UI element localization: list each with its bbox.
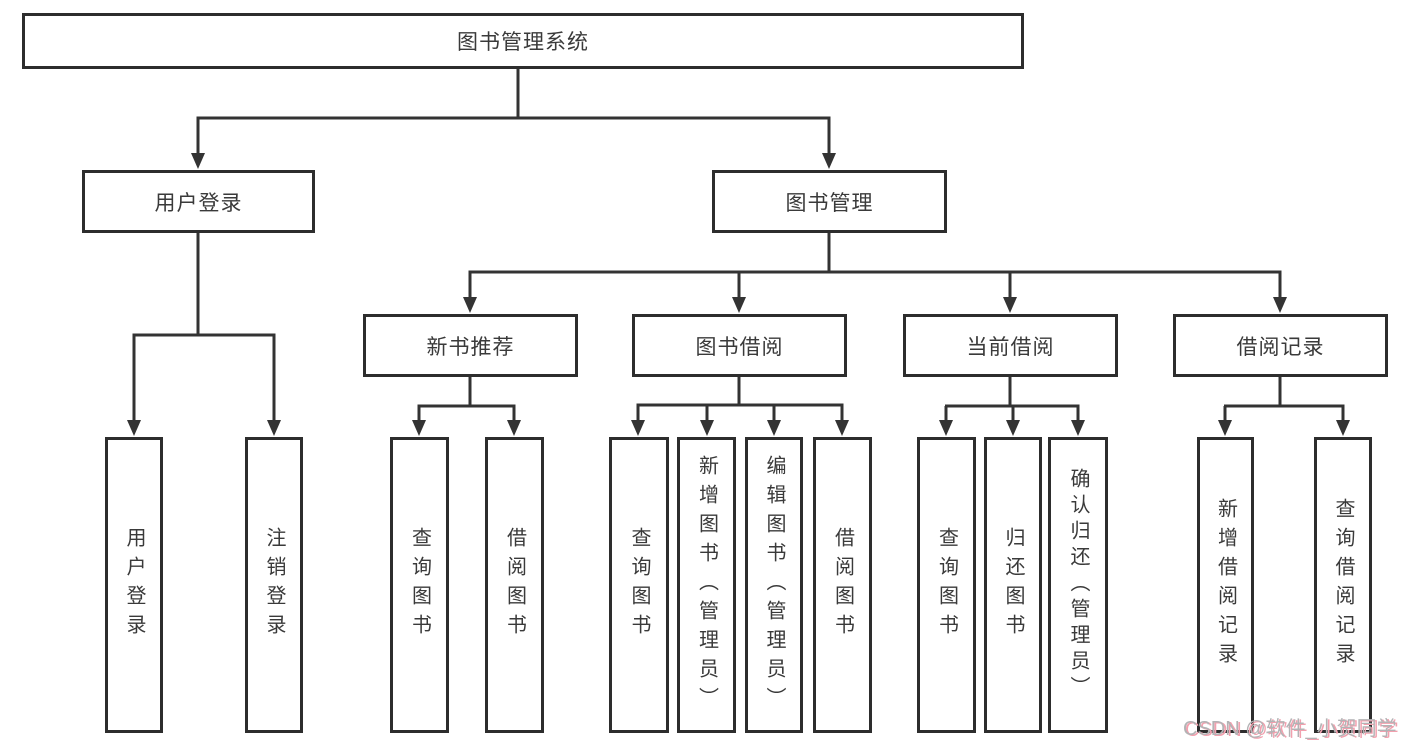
arrowhead	[127, 420, 141, 436]
leaf-query-books-current: 查询图书	[917, 437, 976, 733]
leaf-logout: 注销登录	[245, 437, 303, 733]
node-current-borrowing: 当前借阅	[903, 314, 1118, 377]
connector-new-book-recommend-to-children	[412, 377, 521, 436]
leaf-add-borrow-record: 新增借阅记录	[1197, 437, 1254, 733]
arrowhead	[939, 420, 953, 436]
arrowhead	[1273, 297, 1287, 313]
leaf-query-books-borrowing: 查询图书	[609, 437, 669, 733]
leaf-label: 注销登录	[263, 527, 285, 643]
node-new-book-recommend: 新书推荐	[363, 314, 578, 377]
arrowhead	[1336, 420, 1350, 436]
node-book-management-label: 图书管理	[785, 191, 874, 215]
leaf-edit-books-admin: 编辑图书（管理员）	[745, 437, 803, 733]
arrowhead	[412, 420, 426, 436]
leaf-label: 确认归还（管理员）	[1067, 468, 1089, 702]
arrowhead	[191, 153, 205, 169]
node-borrowing-records: 借阅记录	[1173, 314, 1388, 377]
arrowhead	[1071, 420, 1085, 436]
arrowhead	[732, 297, 746, 313]
leaf-return-books: 归还图书	[984, 437, 1042, 733]
leaf-label: 新增图书（管理员）	[695, 454, 718, 716]
connector-borrowing-records-to-children	[1218, 377, 1350, 436]
connector-current-borrowing-to-children	[939, 377, 1085, 436]
arrowhead	[835, 420, 849, 436]
leaf-label: 编辑图书（管理员）	[763, 454, 785, 716]
leaf-borrow-books-borrowing: 借阅图书	[813, 437, 872, 733]
arrowhead	[631, 420, 645, 436]
node-user-login-label: 用户登录	[154, 191, 243, 215]
leaf-label: 查询图书	[935, 527, 958, 643]
arrowhead	[507, 420, 521, 436]
node-current-borrowing-label: 当前借阅	[966, 335, 1055, 359]
leaf-confirm-return-admin: 确认归还（管理员）	[1048, 437, 1108, 733]
arrowhead	[767, 420, 781, 436]
connector-book-borrowing-to-children	[631, 377, 849, 436]
leaf-query-books-recommend: 查询图书	[390, 437, 449, 733]
leaf-label: 借阅图书	[831, 527, 854, 643]
node-new-book-recommend-label: 新书推荐	[426, 335, 515, 359]
leaf-label: 新增借阅记录	[1214, 498, 1237, 672]
node-book-borrowing: 图书借阅	[632, 314, 847, 377]
leaf-user-login: 用户登录	[105, 437, 163, 733]
node-book-borrowing-label: 图书借阅	[695, 335, 784, 359]
arrowhead	[822, 153, 836, 169]
connector-user-login-to-children	[127, 233, 281, 436]
node-root-label: 图书管理系统	[457, 31, 589, 54]
leaf-label: 归还图书	[1002, 527, 1024, 643]
arrowhead	[463, 297, 477, 313]
leaf-label: 查询图书	[628, 527, 650, 643]
node-borrowing-records-label: 借阅记录	[1236, 335, 1325, 359]
csdn-watermark: CSDN @软件_小贺同学	[1183, 718, 1397, 740]
leaf-label: 查询图书	[408, 527, 431, 643]
leaf-label: 用户登录	[123, 527, 145, 643]
arrowhead	[1006, 420, 1020, 436]
leaf-borrow-books-recommend: 借阅图书	[485, 437, 544, 733]
arrowhead	[267, 420, 281, 436]
leaf-label: 查询借阅记录	[1332, 498, 1354, 672]
arrowhead	[1218, 420, 1232, 436]
node-user-login: 用户登录	[82, 170, 315, 233]
connector-root-to-level1	[191, 69, 836, 169]
leaf-label: 借阅图书	[503, 527, 526, 643]
node-book-management: 图书管理	[712, 170, 947, 233]
arrowhead	[1003, 297, 1017, 313]
arrowhead	[700, 420, 714, 436]
connector-book-management-to-level2	[463, 233, 1287, 313]
node-root: 图书管理系统	[22, 13, 1024, 69]
leaf-query-borrow-record: 查询借阅记录	[1314, 437, 1372, 733]
leaf-add-books-admin: 新增图书（管理员）	[677, 437, 736, 733]
